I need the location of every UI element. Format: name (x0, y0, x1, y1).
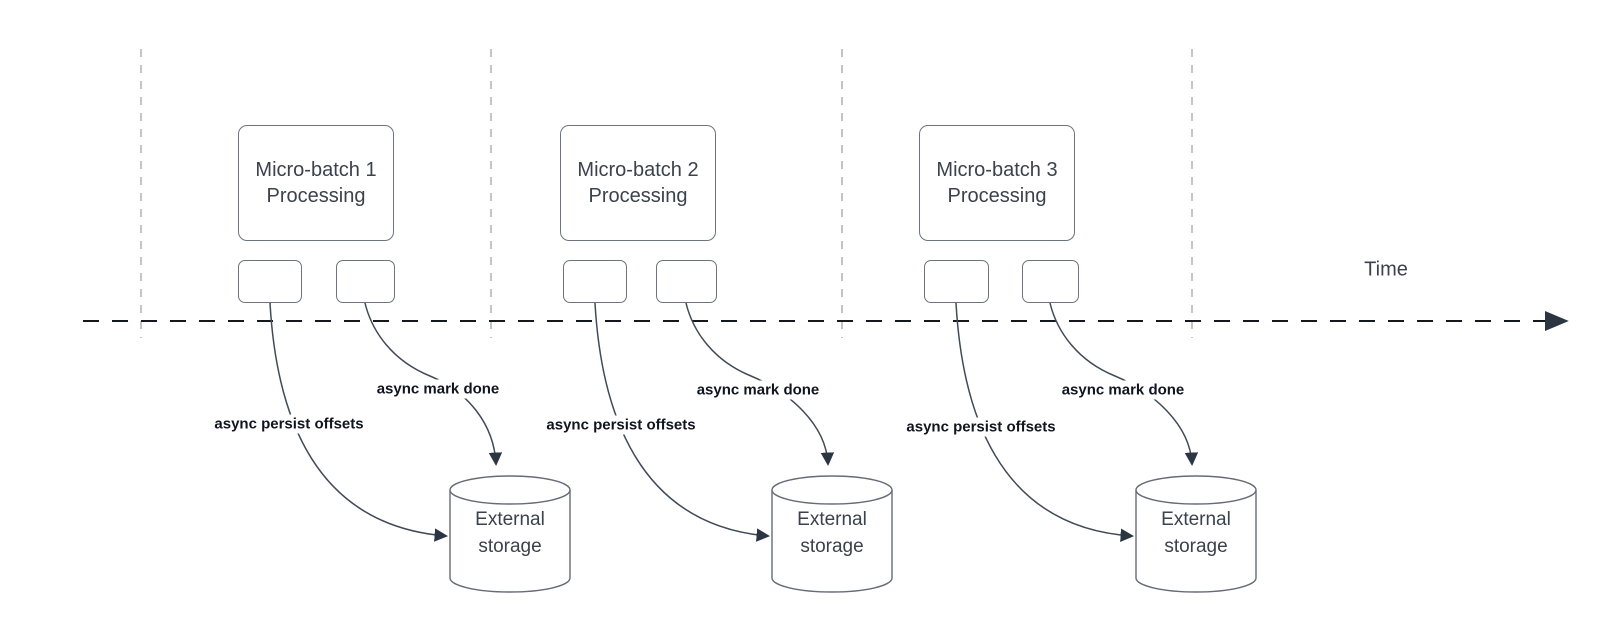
micro-batch-3-processing-box: Micro-batch 3 Processing (919, 125, 1075, 241)
external-storage-label-3: External storage (1161, 509, 1231, 557)
micro-batch-3-task-box-left (924, 260, 989, 303)
mark-done-arrow-1 (364, 302, 503, 467)
mark-done-arrow-3 (1049, 302, 1199, 467)
micro-batch-1-task-box-right (336, 260, 395, 303)
persist-offsets-label-3: async persist offsets (903, 417, 1059, 437)
persist-offsets-arrow-3 (955, 302, 1135, 542)
micro-batch-1-processing-box: Micro-batch 1 Processing (238, 125, 394, 241)
micro-batch-2-task-box-left (563, 260, 627, 303)
micro-batch-2-processing-box: Micro-batch 2 Processing (560, 125, 716, 241)
time-axis-label: Time (1364, 258, 1408, 281)
mark-done-arrow-2 (685, 302, 835, 467)
micro-batch-3-task-box-right (1022, 260, 1079, 303)
micro-batch-2-task-box-right (656, 260, 717, 303)
micro-batch-2-processing-label: Micro-batch 2 Processing (577, 159, 699, 207)
micro-batch-1-processing-label: Micro-batch 1 Processing (255, 159, 377, 207)
persist-offsets-arrow-1 (269, 302, 449, 542)
persist-offsets-label-1: async persist offsets (211, 414, 367, 434)
external-storage-label-2: External storage (797, 509, 867, 557)
persist-offsets-arrow-2 (594, 302, 771, 542)
external-storage-cylinder-1 (449, 475, 571, 593)
micro-batch-3-processing-label: Micro-batch 3 Processing (936, 159, 1058, 207)
external-storage-cylinder-3 (1135, 475, 1257, 593)
persist-offsets-label-2: async persist offsets (543, 415, 699, 435)
external-storage-cylinder-2 (771, 475, 893, 593)
micro-batch-1-task-box-left (238, 260, 302, 303)
external-storage-label-1: External storage (475, 509, 545, 557)
mark-done-label-2: async mark done (693, 380, 823, 400)
mark-done-label-1: async mark done (373, 379, 503, 399)
mark-done-label-3: async mark done (1058, 380, 1188, 400)
